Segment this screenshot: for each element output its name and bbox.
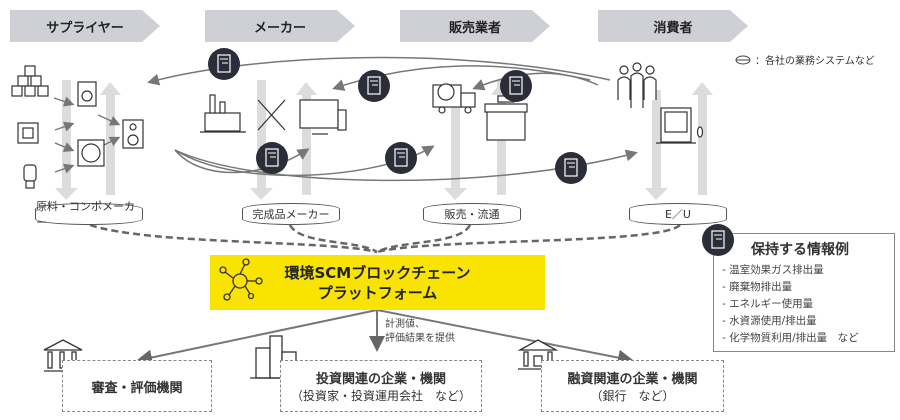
maker-icons — [200, 94, 347, 135]
speaker-icon — [122, 119, 144, 149]
info-item: 水資源使用/排出量 — [722, 313, 859, 330]
bank-icon — [517, 339, 559, 370]
up-arrow-shaft — [106, 95, 115, 195]
system-label: E／U — [664, 208, 691, 221]
org-subtitle: （投資家・投資運用会社 など） — [290, 389, 471, 403]
stage-label: メーカー — [253, 20, 306, 36]
system-db-end-user: E／U — [629, 203, 727, 225]
org-financing: 融資関連の企業・機関 （銀行 など） — [541, 360, 724, 412]
apartment-building-icon — [656, 107, 704, 144]
data-document-icon — [385, 142, 417, 174]
data-document-icon — [500, 70, 532, 102]
stage-supplier: サプライヤー — [10, 10, 160, 42]
note-line: 評価結果を提供 — [385, 333, 455, 344]
store-icon — [484, 95, 528, 141]
up-arrow-shaft — [302, 95, 311, 195]
database-icon — [735, 55, 751, 64]
provide-results-note: 計測値、 評価結果を提供 — [385, 318, 455, 346]
retained-info-box: 保持する情報例 温室効果ガス排出量 廃棄物排出量 エネルギー使用量 水資源使用/… — [713, 233, 895, 352]
info-title: 保持する情報例 — [751, 242, 849, 258]
down-arrow-shaft — [62, 80, 71, 190]
stage-label: サプライヤー — [46, 20, 124, 36]
data-document-icon — [358, 70, 390, 102]
platform-to-org-arrows — [136, 309, 634, 366]
info-item: 廃棄物排出量 — [722, 279, 859, 296]
org-title: 投資関連の企業・機関 — [315, 372, 446, 387]
stage-maker: メーカー — [205, 10, 355, 42]
system-label: 完成品メーカー — [252, 208, 330, 221]
blockchain-platform: 環境SCMブロックチェーン プラットフォーム — [210, 255, 545, 310]
tools-icon — [257, 99, 286, 131]
network-hub-icon — [219, 258, 263, 301]
platform-title-line1: 環境SCMブロックチェーン — [284, 263, 471, 282]
stage-label: 販売業者 — [448, 20, 501, 36]
down-arrow-shaft — [451, 95, 460, 190]
legend: ：各社の業務システムなど — [735, 52, 875, 67]
org-subtitle: （銀行 など） — [590, 389, 675, 403]
db-to-platform-links — [89, 223, 681, 254]
org-investment: 投資関連の企業・機関 （投資家・投資運用会社 など） — [280, 360, 482, 412]
data-document-icon — [555, 152, 587, 184]
org-title: 審査・評価機関 — [91, 380, 183, 396]
computer-icon — [299, 99, 347, 135]
info-item: 温室効果ガス排出量 — [722, 262, 859, 279]
data-document-icon — [702, 224, 734, 256]
note-line: 計測値、 — [385, 319, 425, 330]
chip-icon — [17, 122, 39, 144]
hard-drive-icon — [77, 81, 97, 107]
system-label: 原料・コンポメーカー — [36, 200, 135, 229]
system-db-product-maker: 完成品メーカー — [242, 203, 340, 225]
platform-title-line2: プラットフォーム — [317, 283, 438, 302]
down-arrow-shaft — [652, 90, 661, 190]
up-arrow-shaft — [698, 95, 707, 195]
cubes-icon — [11, 65, 49, 97]
data-document-icon — [256, 142, 288, 174]
stage-seller: 販売業者 — [400, 10, 550, 42]
legend-text: ：各社の業務システムなど — [755, 56, 875, 67]
data-document-icon — [208, 48, 240, 80]
delivery-truck-icon — [432, 83, 476, 114]
supplier-icons — [11, 65, 144, 189]
info-item: エネルギー使用量 — [722, 296, 859, 313]
stage-consumer: 消費者 — [598, 10, 748, 42]
system-db-parts-maker: 原料・コンポメーカー — [35, 200, 143, 229]
bulb-icon — [23, 164, 37, 189]
down-arrow-shaft — [257, 80, 266, 190]
system-label: 販売・流通 — [444, 208, 500, 221]
info-item: 化学物質利用/排出量 など — [722, 330, 859, 347]
factory-icon — [200, 94, 246, 133]
people-icon — [617, 62, 657, 108]
system-db-distribution: 販売・流通 — [423, 203, 521, 225]
consumer-icons — [617, 62, 704, 144]
org-audit-evaluation: 審査・評価機関 — [62, 360, 212, 412]
org-title: 融資関連の企業・機関 — [567, 372, 698, 387]
fan-icon — [77, 139, 105, 167]
stage-label: 消費者 — [653, 20, 693, 36]
info-list: 温室効果ガス排出量 廃棄物排出量 エネルギー使用量 水資源使用/排出量 化学物質… — [722, 262, 859, 347]
